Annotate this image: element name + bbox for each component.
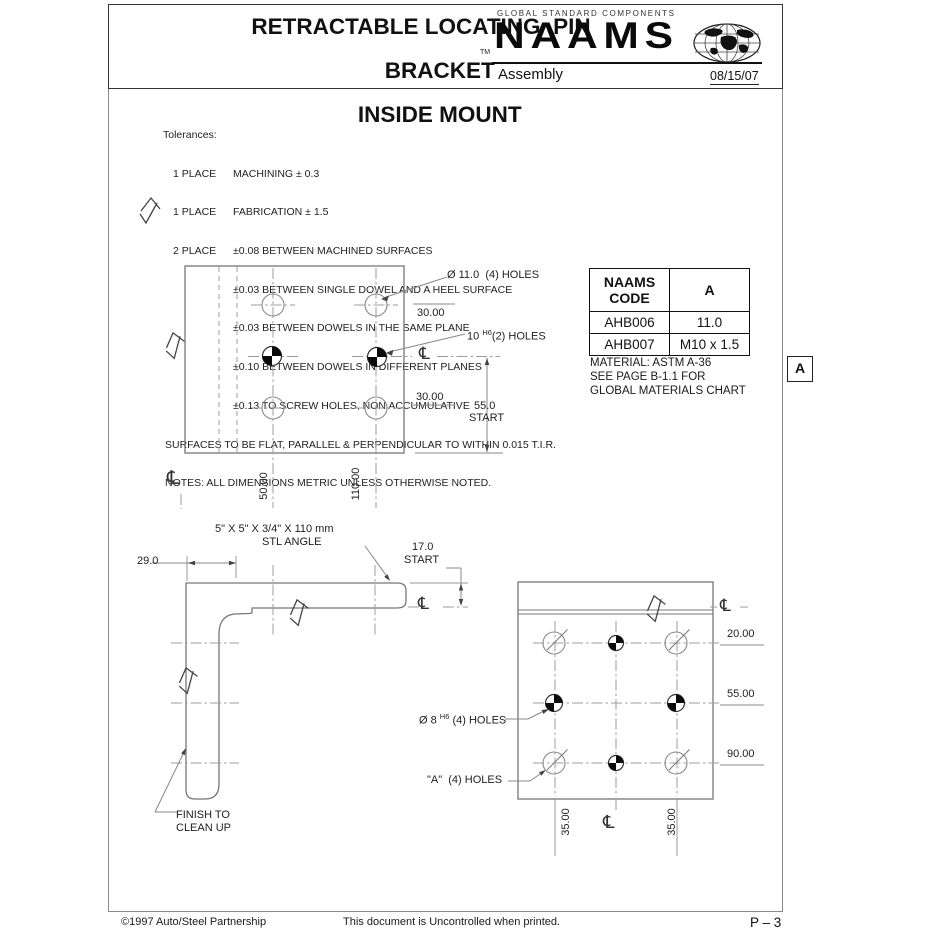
hole-callout-11: Ø 11.0 (4) HOLES (447, 269, 540, 281)
dim-30-top: 30.00 (417, 307, 445, 319)
dim-30-bottom: 30.00 (416, 391, 444, 403)
finish-note-line1: FINISH TO (176, 809, 230, 821)
naams-logo-text: NAAMS (494, 15, 679, 56)
dim-110: 110.00 (350, 467, 362, 501)
stock-size-label: 5" X 5" X 3/4" X 110 mm (215, 523, 334, 535)
subtitle: Assembly (498, 66, 564, 83)
a-column-header: A (669, 268, 750, 312)
drawing-title: RETRACTABLE LOCATING PIN BRACKET INSIDE … (249, 14, 593, 148)
trademark-symbol: TM (480, 49, 491, 56)
dim-29: 29.0 (137, 555, 159, 567)
dim-35-left: 35.00 (560, 808, 572, 836)
dim-55-start: 55.0 (474, 400, 496, 412)
brand-tagline: GLOBAL STANDARD COMPONENTS (497, 9, 676, 18)
dim-55: 55.00 (727, 688, 755, 700)
page-number: P – 3 (750, 915, 782, 930)
detail-ref-box: A (787, 356, 813, 382)
code-cell: AHB006 (589, 311, 670, 334)
a-cell: M10 x 1.5 (669, 333, 750, 356)
dim-17: 17.0 (412, 541, 434, 553)
tolerance-row: 2 PLACE±0.08 BETWEEN MACHINED SURFACES (173, 244, 433, 257)
dim-35-right: 35.00 (666, 808, 678, 836)
stock-type-label: STL ANGLE (262, 536, 322, 548)
title-line2: BRACKET (384, 58, 495, 83)
finish-note-line2: CLEAN UP (176, 822, 232, 834)
table-row: AHB007 M10 x 1.5 (589, 333, 750, 356)
uncontrolled-notice: This document is Uncontrolled when print… (343, 916, 561, 928)
centerline-symbol: ℄ (603, 812, 615, 833)
hole-callout-a: "A" (4) HOLES (427, 774, 503, 786)
code-cell: AHB007 (589, 333, 670, 356)
centerline-symbol: ℄ (419, 344, 430, 364)
title-line1: RETRACTABLE LOCATING PIN (251, 14, 591, 39)
metric-note: NOTES: ALL DIMENSIONS METRIC UNLESS OTHE… (165, 477, 492, 490)
title-block: RETRACTABLE LOCATING PIN BRACKET INSIDE … (108, 4, 783, 126)
tolerance-row: ±0.03 BETWEEN SINGLE DOWEL AND A HEEL SU… (233, 283, 513, 296)
surfaces-note: SURFACES TO BE FLAT, PARALLEL & PERPENDI… (165, 438, 556, 451)
tolerance-heading: Tolerances: (163, 128, 217, 141)
hole-callout-dowel: 10 H6(2) HOLES (467, 328, 546, 343)
title-line3: INSIDE MOUNT (357, 102, 522, 127)
a-cell: 11.0 (669, 311, 750, 334)
material-note: MATERIAL: ASTM A-36 SEE PAGE B-1.1 FOR G… (590, 357, 746, 397)
revision-date: 08/15/07 (710, 69, 759, 85)
table-row: AHB006 11.0 (589, 311, 750, 334)
dim-20: 20.00 (727, 628, 755, 640)
brand-underline (492, 62, 762, 64)
dim-50: 50.00 (258, 472, 270, 500)
dim-90: 90.00 (727, 748, 755, 760)
dim-start-label: START (469, 412, 505, 424)
centerline-symbol: ℄ (167, 467, 180, 489)
centerline-symbol: ℄ (418, 594, 429, 614)
copyright: ©1997 Auto/Steel Partnership (121, 916, 267, 928)
tolerance-row: ±0.10 BETWEEN DOWELS IN DIFFERENT PLANES (233, 361, 482, 374)
hole-callout-8: Ø 8 H6 (4) HOLES (419, 712, 507, 727)
dim-start-label: START (404, 554, 440, 566)
centerline-symbol: ℄ (720, 596, 731, 616)
tolerance-row: ±0.13 TO SCREW HOLES, NON ACCUMULATIVE (233, 399, 470, 412)
